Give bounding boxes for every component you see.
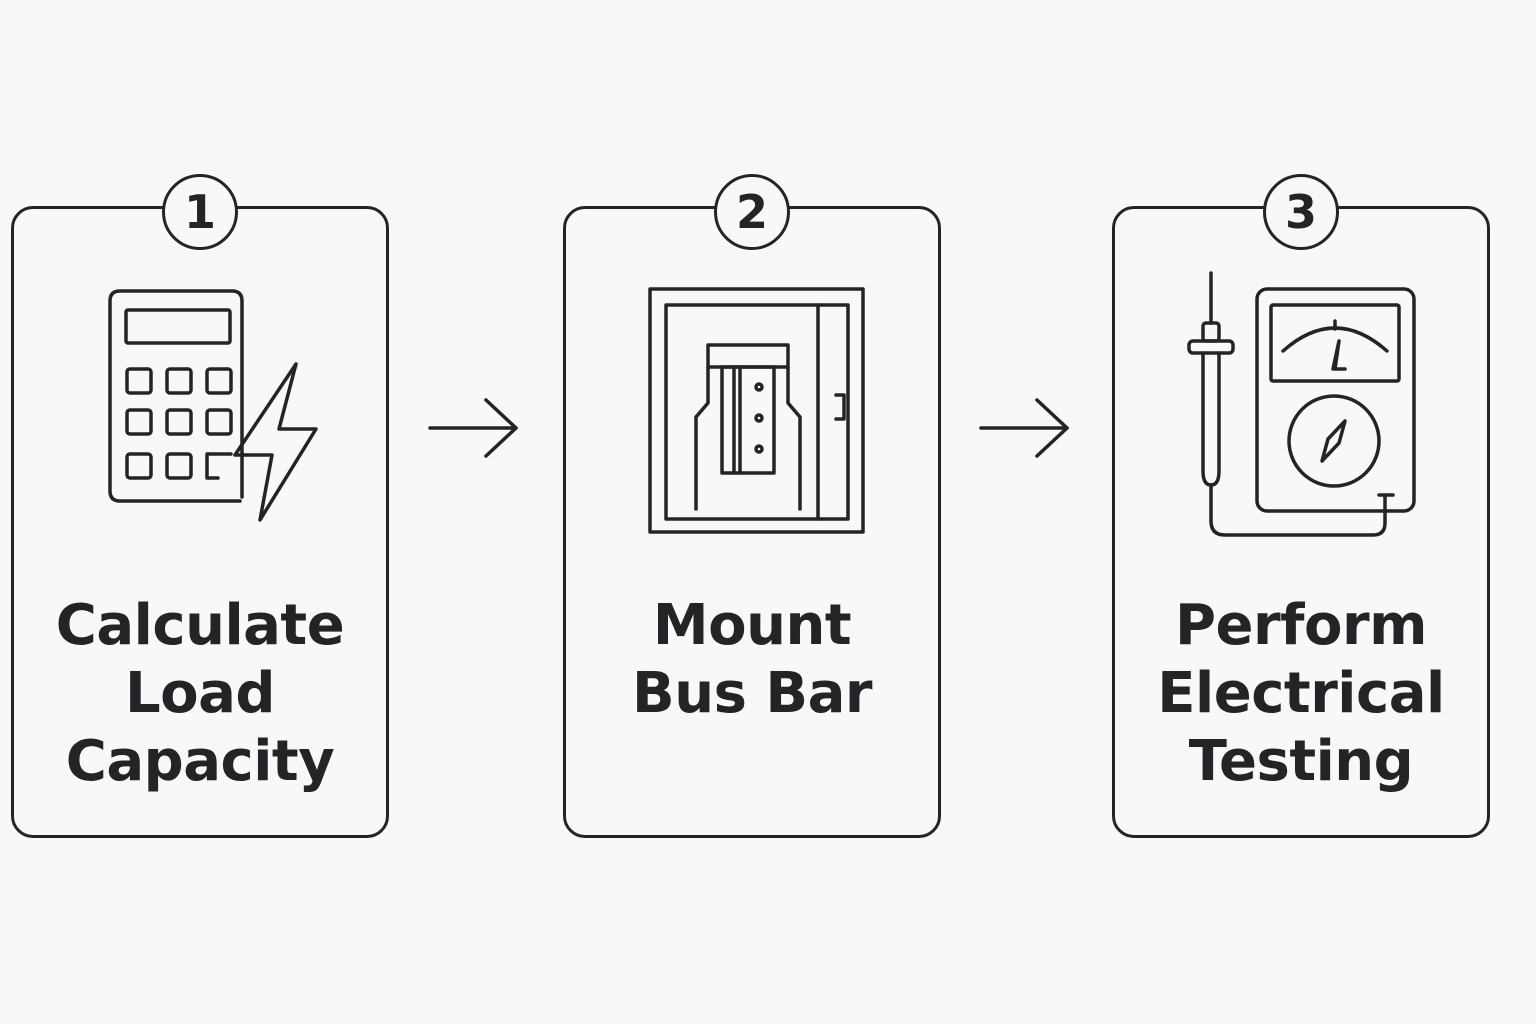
step-1-label-line-2: Load bbox=[124, 661, 276, 726]
arrow-right-icon bbox=[428, 398, 518, 458]
step-1-label-line-3: Capacity bbox=[65, 729, 335, 794]
step-3-label-line-1: Perform bbox=[1175, 593, 1427, 658]
step-3-card: 3 Perform Electrical Testing bbox=[1112, 174, 1490, 838]
step-2-label-line-1: Mount bbox=[652, 593, 852, 658]
step-1-number-badge: 1 bbox=[162, 174, 238, 250]
calculator-lightning-icon bbox=[108, 289, 318, 522]
step-2-number-badge: 2 bbox=[714, 174, 790, 250]
step-1-label: Calculate Load Capacity bbox=[14, 592, 386, 796]
step-3-label-line-3: Testing bbox=[1188, 729, 1414, 794]
electrical-panel-bus-bar-icon bbox=[648, 287, 865, 534]
multimeter-probe-icon bbox=[1187, 271, 1416, 537]
arrow-right-icon bbox=[979, 398, 1069, 458]
step-1-card: 1 Calculate Load Capacity bbox=[11, 174, 389, 838]
step-2-label: Mount Bus Bar bbox=[566, 592, 938, 728]
step-2-card: 2 Mount Bus Bar bbox=[563, 174, 941, 838]
step-3-label: Perform Electrical Testing bbox=[1115, 592, 1487, 796]
step-2-label-line-2: Bus Bar bbox=[632, 661, 872, 726]
step-3-label-line-2: Electrical bbox=[1157, 661, 1445, 726]
step-1-label-line-1: Calculate bbox=[55, 593, 345, 658]
step-3-number-badge: 3 bbox=[1263, 174, 1339, 250]
